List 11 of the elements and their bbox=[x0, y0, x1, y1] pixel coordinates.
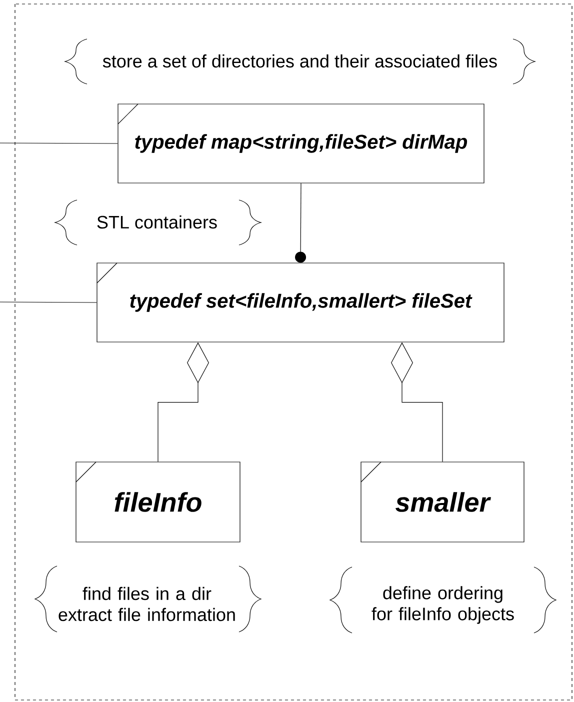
connector bbox=[295, 183, 306, 263]
class-box: typedef map<string,fileSet> dirMap bbox=[118, 104, 484, 184]
connector bbox=[0, 302, 97, 303]
class-box: typedef set<fileInfo,smallert> fileSet bbox=[96, 262, 504, 342]
note-text: store a set of directories and their associated files bbox=[102, 54, 497, 68]
connector bbox=[0, 142, 118, 144]
note-text: STL containers bbox=[97, 215, 217, 229]
class-box: smaller bbox=[360, 462, 524, 542]
class-box: fileInfo bbox=[76, 462, 240, 542]
note-text: find files in a dir extract file information bbox=[58, 586, 235, 622]
note-text: define ordering for fileInfo objects bbox=[372, 586, 514, 624]
